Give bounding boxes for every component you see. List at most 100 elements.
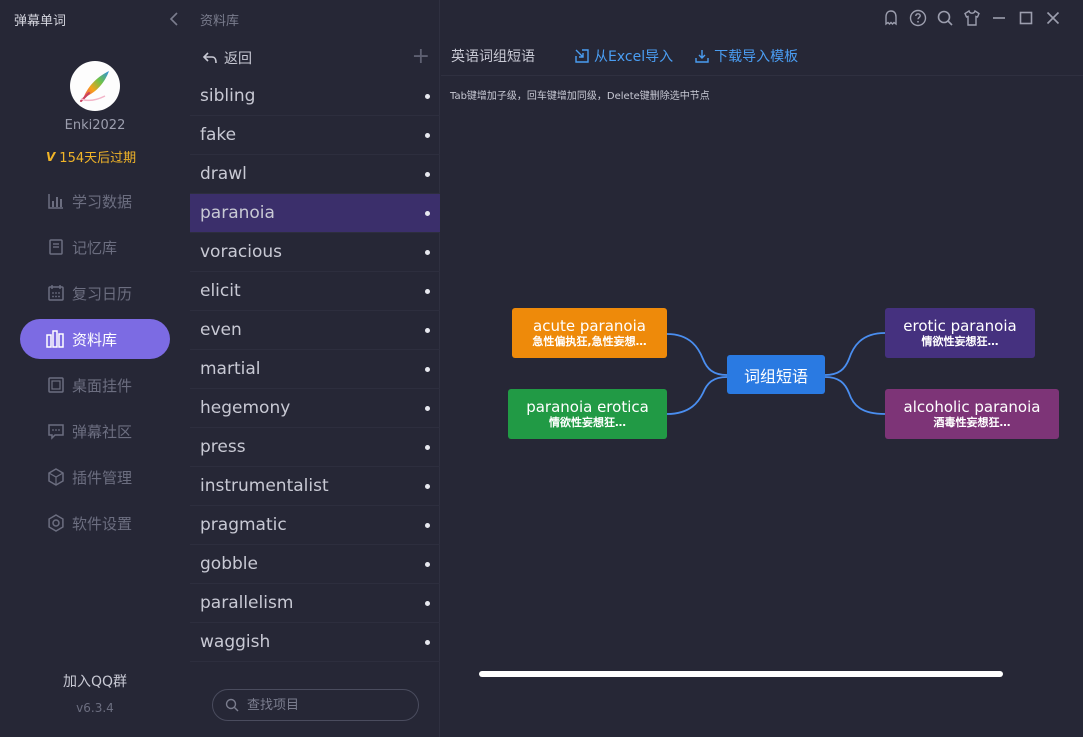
list-item[interactable]: elicit (190, 272, 440, 311)
item-menu-dot-icon[interactable] (425, 367, 430, 372)
mindmap-node-alcoholic-paranoia[interactable]: alcoholic paranoia 酒毒性妄想狂… (885, 389, 1059, 439)
list-item[interactable]: pragmatic (190, 506, 440, 545)
search-icon[interactable] (935, 8, 955, 28)
bar-chart-icon (46, 191, 66, 211)
add-item-button[interactable]: + (411, 44, 430, 69)
item-menu-dot-icon[interactable] (425, 94, 430, 99)
import-excel-button[interactable]: 从Excel导入 (575, 46, 673, 66)
feather-pen-icon (80, 71, 109, 102)
node-subtitle: 情欲性妄想狂… (549, 416, 626, 429)
list-item-label: waggish (200, 632, 271, 652)
ghost-icon[interactable] (881, 8, 901, 28)
node-subtitle: 情欲性妄想狂… (921, 335, 999, 348)
item-menu-dot-icon[interactable] (425, 640, 430, 645)
app-version: v6.3.4 (76, 701, 114, 715)
item-menu-dot-icon[interactable] (425, 328, 430, 333)
nav-item-desktop-widget[interactable]: 桌面挂件 (20, 365, 170, 405)
back-button[interactable]: 返回 (202, 48, 252, 68)
nav-item-library[interactable]: 资料库 (20, 319, 170, 359)
nav-item-review-calendar[interactable]: 复习日历 (20, 273, 170, 313)
item-menu-dot-icon[interactable] (425, 133, 430, 138)
list-item[interactable]: instrumentalist (190, 467, 440, 506)
nav-label: 记忆库 (72, 238, 118, 257)
list-item-label: instrumentalist (200, 476, 329, 496)
list-item[interactable]: drawl (190, 155, 440, 194)
toolbar: 英语词组短语 从Excel导入 下载导入模板 (441, 37, 1083, 76)
vip-status: V 154天后过期 (46, 147, 137, 167)
list-item[interactable]: hegemony (190, 389, 440, 428)
chevron-left-icon (169, 12, 178, 26)
list-item[interactable]: press (190, 428, 440, 467)
item-menu-dot-icon[interactable] (425, 211, 430, 216)
nav-label: 弹幕社区 (72, 422, 133, 441)
gear-icon (46, 513, 66, 533)
keyboard-hint: Tab键增加子级，回车键增加同级，Delete键删除选中节点 (450, 91, 710, 102)
item-menu-dot-icon[interactable] (425, 523, 430, 528)
connector-paranoia-erotica (666, 376, 728, 415)
nav-label: 学习数据 (72, 192, 133, 211)
search-input[interactable] (247, 697, 407, 713)
list-item-label: hegemony (200, 398, 291, 418)
library-icon (46, 329, 66, 349)
maximize-icon[interactable] (1016, 8, 1036, 28)
list-item[interactable]: voracious (190, 233, 440, 272)
main-content: 英语词组短语 从Excel导入 下载导入模板 Tab键增加子级，回车键增加同级，… (441, 37, 1083, 737)
item-menu-dot-icon[interactable] (425, 601, 430, 606)
list-item-label: fake (200, 125, 237, 145)
notebook-icon (46, 237, 66, 257)
help-icon[interactable] (908, 8, 928, 28)
download-template-button[interactable]: 下载导入模板 (695, 46, 798, 66)
nav-label: 软件设置 (72, 514, 133, 533)
nav-item-memory-bank[interactable]: 记忆库 (20, 227, 170, 267)
list-item-label: paranoia (200, 203, 275, 223)
collapse-sidebar-button[interactable] (164, 9, 184, 29)
minimize-icon[interactable] (989, 8, 1009, 28)
node-subtitle: 酒毒性妄想狂… (933, 416, 1011, 429)
item-menu-dot-icon[interactable] (425, 484, 430, 489)
import-excel-label: 从Excel导入 (594, 49, 674, 65)
nav-item-danmaku-community[interactable]: 弹幕社区 (20, 411, 170, 451)
nav-label: 复习日历 (72, 284, 133, 303)
list-item[interactable]: gobble (190, 545, 440, 584)
nav-item-software-settings[interactable]: 软件设置 (20, 503, 170, 543)
node-title: paranoia erotica (526, 398, 649, 416)
mindmap-node-erotic-paranoia[interactable]: erotic paranoia 情欲性妄想狂… (885, 308, 1035, 358)
avatar[interactable] (70, 61, 120, 111)
search-box[interactable] (212, 689, 419, 721)
plugin-cube-icon (46, 467, 66, 487)
close-icon[interactable] (1043, 8, 1063, 28)
app-title: 弹幕单词 (14, 14, 67, 29)
list-item[interactable]: paranoia (190, 194, 440, 233)
list-item[interactable]: sibling (190, 77, 440, 116)
download-template-label: 下载导入模板 (714, 49, 799, 65)
list-item-label: pragmatic (200, 515, 287, 535)
username: Enki2022 (64, 118, 126, 133)
join-qq-group-link[interactable]: 加入QQ群 (62, 674, 128, 690)
mindmap-connectors (666, 332, 886, 415)
nav-item-study-data[interactable]: 学习数据 (20, 181, 170, 221)
mindmap-root-node[interactable]: 词组短语 (727, 355, 825, 394)
list-item[interactable]: parallelism (190, 584, 440, 623)
item-menu-dot-icon[interactable] (425, 250, 430, 255)
item-menu-dot-icon[interactable] (425, 289, 430, 294)
widget-icon (46, 375, 66, 395)
connector-erotic-paranoia (824, 332, 886, 376)
item-menu-dot-icon[interactable] (425, 562, 430, 567)
mindmap-node-paranoia-erotica[interactable]: paranoia erotica 情欲性妄想狂… (508, 389, 667, 439)
mindmap-node-acute-paranoia[interactable]: acute paranoia 急性偏执狂,急性妄想… (512, 308, 667, 358)
item-menu-dot-icon[interactable] (425, 406, 430, 411)
list-item[interactable]: martial (190, 350, 440, 389)
vip-expiry-text: 154天后过期 (59, 151, 137, 166)
nav-label: 资料库 (72, 330, 118, 349)
nav-item-plugin-management[interactable]: 插件管理 (20, 457, 170, 497)
item-menu-dot-icon[interactable] (425, 172, 430, 177)
horizontal-scrollbar[interactable] (479, 671, 1003, 677)
list-item[interactable]: even (190, 311, 440, 350)
shirt-skin-icon[interactable] (962, 8, 982, 28)
list-item[interactable]: fake (190, 116, 440, 155)
list-item-label: even (200, 320, 242, 340)
item-menu-dot-icon[interactable] (425, 445, 430, 450)
window-controls (881, 8, 1063, 28)
list-item[interactable]: waggish (190, 623, 440, 662)
